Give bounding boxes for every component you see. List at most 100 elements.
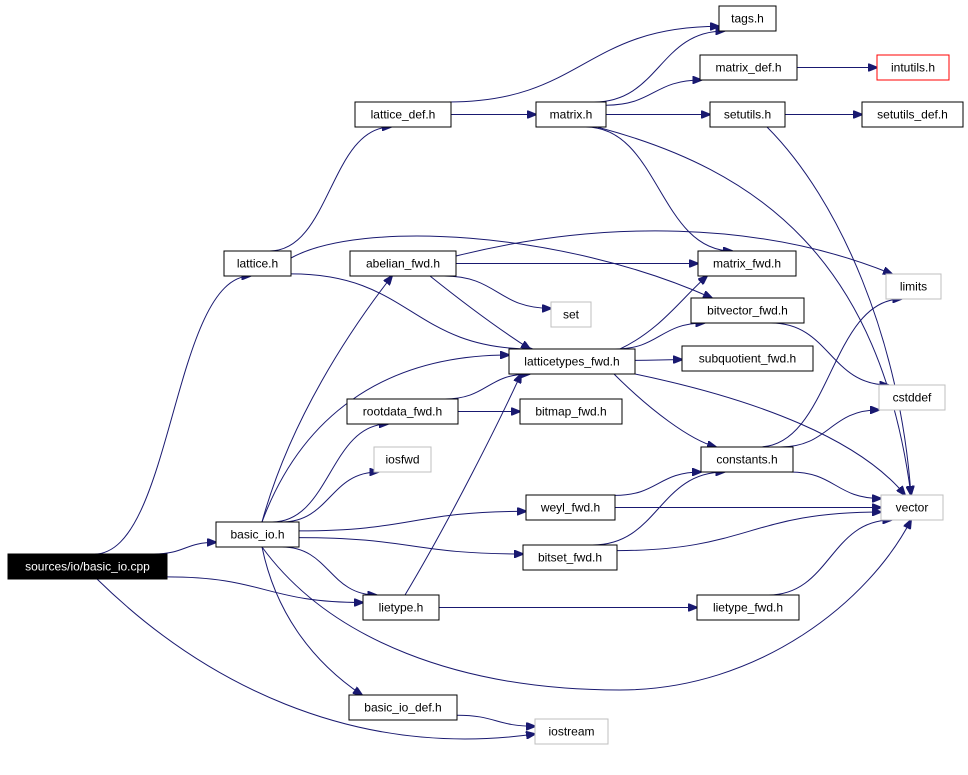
node-label: subquotient_fwd.h bbox=[699, 352, 796, 366]
edge-basic_io_h-to-iosfwd bbox=[281, 472, 379, 523]
edge-bitvector_fwd_h-to-cstddef bbox=[771, 322, 888, 385]
node-bitset-fwd-h[interactable]: bitset_fwd.h bbox=[522, 544, 618, 571]
edge-lattice_h-to-latticetypes_fwd_h bbox=[290, 273, 532, 349]
node-box bbox=[525, 494, 616, 521]
edge-lietype_h-to-latticetypes_fwd_h bbox=[404, 374, 521, 596]
node-label: basic_io.h bbox=[230, 528, 284, 542]
node-label: set bbox=[563, 308, 580, 322]
node-box bbox=[215, 521, 300, 548]
node-setutils-def-h[interactable]: setutils_def.h bbox=[861, 101, 964, 128]
node-box bbox=[700, 446, 794, 473]
node-limits: limits bbox=[885, 273, 942, 300]
node-box bbox=[709, 101, 786, 128]
edge-basic_io_h-to-vector bbox=[261, 520, 911, 691]
edge-root-to-basic_io_h bbox=[153, 542, 216, 555]
edge-bitset_fwd_h-to-constants_h bbox=[592, 472, 725, 546]
node-label: latticetypes_fwd.h bbox=[524, 355, 619, 369]
node-box bbox=[876, 54, 950, 81]
node-intutils-h[interactable]: intutils.h bbox=[876, 54, 950, 81]
edge-matrix_h-to-matrix_def_h bbox=[605, 80, 701, 106]
node-label: sources/io/basic_io.cpp bbox=[25, 560, 150, 574]
node-abelian-fwd-h[interactable]: abelian_fwd.h bbox=[349, 250, 457, 277]
node-matrix-h[interactable]: matrix.h bbox=[535, 101, 607, 128]
node-label: lietype_fwd.h bbox=[713, 601, 783, 615]
node-basic-io-h[interactable]: basic_io.h bbox=[215, 521, 300, 548]
node-box bbox=[878, 384, 946, 411]
node-setutils-h[interactable]: setutils.h bbox=[709, 101, 786, 128]
node-label: setutils_def.h bbox=[877, 108, 948, 122]
node-box bbox=[373, 446, 432, 473]
node-label: abelian_fwd.h bbox=[366, 257, 440, 271]
node-matrix-def-h[interactable]: matrix_def.h bbox=[699, 54, 798, 81]
node-latticetypes-fwd-h[interactable]: latticetypes_fwd.h bbox=[508, 348, 636, 375]
edge-basic_io_h-to-abelian_fwd_h bbox=[261, 276, 392, 523]
edge-constants_h-to-vector bbox=[789, 471, 881, 499]
node-box bbox=[885, 273, 942, 300]
edge-lattice_h-to-bitvector_fwd_h bbox=[290, 235, 712, 298]
node-box bbox=[534, 718, 609, 745]
nodes: sources/io/basic_io.cpp basic_io.h lattice… bbox=[7, 5, 964, 745]
edge-constants_h-to-limits bbox=[758, 299, 902, 448]
edge-setutils_h-to-vector bbox=[766, 126, 911, 495]
node-box bbox=[362, 594, 440, 621]
node-box bbox=[880, 494, 944, 521]
node-box bbox=[696, 594, 800, 621]
edge-abelian_fwd_h-to-set bbox=[444, 275, 551, 308]
node-label: matrix.h bbox=[550, 108, 593, 122]
node-box bbox=[718, 5, 777, 32]
node-label: constants.h bbox=[716, 453, 777, 467]
node-label: lattice_def.h bbox=[371, 108, 436, 122]
node-box bbox=[550, 301, 592, 328]
node-label: bitvector_fwd.h bbox=[707, 304, 788, 318]
edge-root-to-lietype_h bbox=[166, 576, 363, 603]
node-box bbox=[681, 345, 814, 372]
node-lietype-h[interactable]: lietype.h bbox=[362, 594, 440, 621]
node-label: cstddef bbox=[893, 391, 932, 405]
node-tags-h[interactable]: tags.h bbox=[718, 5, 777, 32]
node-root[interactable]: sources/io/basic_io.cpp bbox=[7, 553, 168, 580]
node-box bbox=[697, 250, 797, 277]
node-iosfwd: iosfwd bbox=[373, 446, 432, 473]
edge-root-to-lattice_h bbox=[94, 276, 251, 555]
node-label: tags.h bbox=[731, 12, 764, 26]
node-label: matrix_def.h bbox=[715, 61, 781, 75]
node-weyl-fwd-h[interactable]: weyl_fwd.h bbox=[525, 494, 616, 521]
node-iostream: iostream bbox=[534, 718, 609, 745]
node-label: iostream bbox=[548, 725, 594, 739]
node-label: lietype.h bbox=[379, 601, 424, 615]
edge-basic_io_def_h-to-iostream bbox=[456, 714, 535, 726]
node-matrix-fwd-h[interactable]: matrix_fwd.h bbox=[697, 250, 797, 277]
edge-latticetypes_fwd_h-to-constants_h bbox=[613, 373, 716, 447]
node-set: set bbox=[550, 301, 592, 328]
edge-abelian_fwd_h-to-latticetypes_fwd_h bbox=[429, 275, 530, 349]
edge-rootdata_fwd_h-to-latticetypes_fwd_h bbox=[444, 374, 530, 400]
node-constants-h[interactable]: constants.h bbox=[700, 446, 794, 473]
edge-latticetypes_fwd_h-to-bitvector_fwd_h bbox=[614, 323, 705, 350]
node-label: vector bbox=[896, 501, 929, 515]
node-box bbox=[861, 101, 964, 128]
edge-latticetypes_fwd_h-to-matrix_fwd_h bbox=[619, 276, 707, 350]
node-label: iosfwd bbox=[385, 453, 419, 467]
node-box bbox=[519, 398, 623, 425]
node-box bbox=[699, 54, 798, 81]
node-label: basic_io_def.h bbox=[364, 701, 441, 715]
node-lietype-fwd-h[interactable]: lietype_fwd.h bbox=[696, 594, 800, 621]
node-label: intutils.h bbox=[891, 61, 935, 75]
node-basic-io-def-h[interactable]: basic_io_def.h bbox=[348, 694, 458, 721]
node-box bbox=[354, 101, 452, 128]
edge-basic_io_h-to-latticetypes_fwd_h bbox=[261, 355, 509, 523]
node-label: bitset_fwd.h bbox=[538, 551, 602, 565]
edge-basic_io_h-to-lietype_h bbox=[282, 546, 376, 595]
node-label: limits bbox=[900, 280, 927, 294]
node-rootdata-fwd-h[interactable]: rootdata_fwd.h bbox=[346, 398, 459, 425]
node-label: rootdata_fwd.h bbox=[363, 405, 442, 419]
edge-abelian_fwd_h-to-limits bbox=[455, 230, 892, 274]
node-lattice-def-h[interactable]: lattice_def.h bbox=[354, 101, 452, 128]
node-box bbox=[223, 250, 292, 277]
node-bitvector-fwd-h[interactable]: bitvector_fwd.h bbox=[690, 297, 805, 324]
node-bitmap-fwd-h[interactable]: bitmap_fwd.h bbox=[519, 398, 623, 425]
node-vector: vector bbox=[880, 494, 944, 521]
node-lattice-h[interactable]: lattice.h bbox=[223, 250, 292, 277]
node-subquotient-fwd-h[interactable]: subquotient_fwd.h bbox=[681, 345, 814, 372]
